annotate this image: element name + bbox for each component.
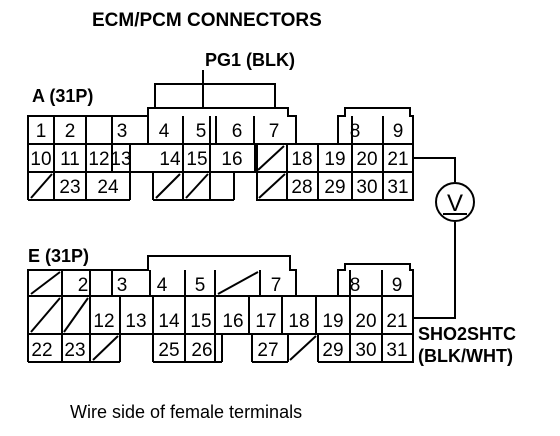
connector-a [27,107,414,201]
connector-a-label: A (31P) [32,86,93,106]
pin-label: 9 [392,275,403,296]
pin-label: 4 [157,275,168,296]
pin-label: 20 [356,149,377,170]
pin-label: 22 [31,340,52,361]
pin-label: 13 [110,149,131,170]
pin-label: 19 [322,311,343,332]
pin-label: 10 [30,149,51,170]
pin-label: 16 [222,311,243,332]
signal-label-name: SHO2SHTC [418,324,516,344]
pin-label: 15 [186,149,207,170]
signal-label-color: (BLK/WHT) [418,346,513,366]
pin-label: 7 [269,121,280,142]
pin-label: 4 [159,121,170,142]
pin-label: 24 [97,177,119,198]
pin-label: 2 [65,121,76,142]
pg1-bracket [154,70,276,108]
pin-label: 21 [387,149,408,170]
connector-e [27,255,414,363]
pin-label: 15 [190,311,211,332]
blank-terminal-slashes [30,145,317,361]
pin-label: 29 [324,177,345,198]
pin-label: 31 [387,177,408,198]
pin-label: 3 [117,121,128,142]
pin-label: 9 [393,121,404,142]
pin-label: 7 [271,275,282,296]
pin-label: 26 [191,340,212,361]
pin-label: 2 [78,275,89,296]
pin-label: 1 [36,121,47,142]
diagram-title: ECM/PCM CONNECTORS [92,10,322,31]
pin-label: 17 [255,311,276,332]
pin-label: 13 [125,311,146,332]
pin-label: 5 [196,121,207,142]
pin-label: 20 [355,311,376,332]
connector-e-label: E (31P) [28,246,89,266]
pin-label: 19 [324,149,345,170]
connector-e-pins: 2 3 4 5 7 8 9 12 13 14 15 16 17 18 19 20… [31,275,407,361]
pin-label: 12 [93,311,114,332]
voltmeter-wires [412,157,456,319]
pin-label: 8 [350,121,361,142]
pin-label: 25 [158,340,179,361]
voltmeter-icon: V [435,182,475,222]
pin-label: 8 [350,275,361,296]
pin-label: 23 [64,340,85,361]
pin-label: 27 [257,340,278,361]
footer-note: Wire side of female terminals [70,402,302,422]
pin-label: 5 [195,275,206,296]
pin-label: 23 [59,177,80,198]
pin-label: 28 [291,177,312,198]
pin-label: 16 [221,149,242,170]
pin-label: 3 [117,275,128,296]
voltmeter-symbol: V [447,190,463,217]
pin-label: 14 [158,311,180,332]
pin-label: 18 [288,311,309,332]
pin-label: 29 [322,340,343,361]
pin-label: 12 [88,149,109,170]
pin-label: 6 [232,121,243,142]
pin-label: 31 [386,340,407,361]
pin-label: 30 [356,177,377,198]
pin-label: 21 [386,311,407,332]
pin-label: 14 [159,149,181,170]
connector-a-pins: 1 2 3 4 5 6 7 8 9 10 11 12 13 14 15 16 1… [30,121,408,198]
pin-label: 11 [60,149,80,170]
pin-label: 18 [291,149,312,170]
pin-label: 30 [355,340,376,361]
pg1-label: PG1 (BLK) [205,50,295,70]
